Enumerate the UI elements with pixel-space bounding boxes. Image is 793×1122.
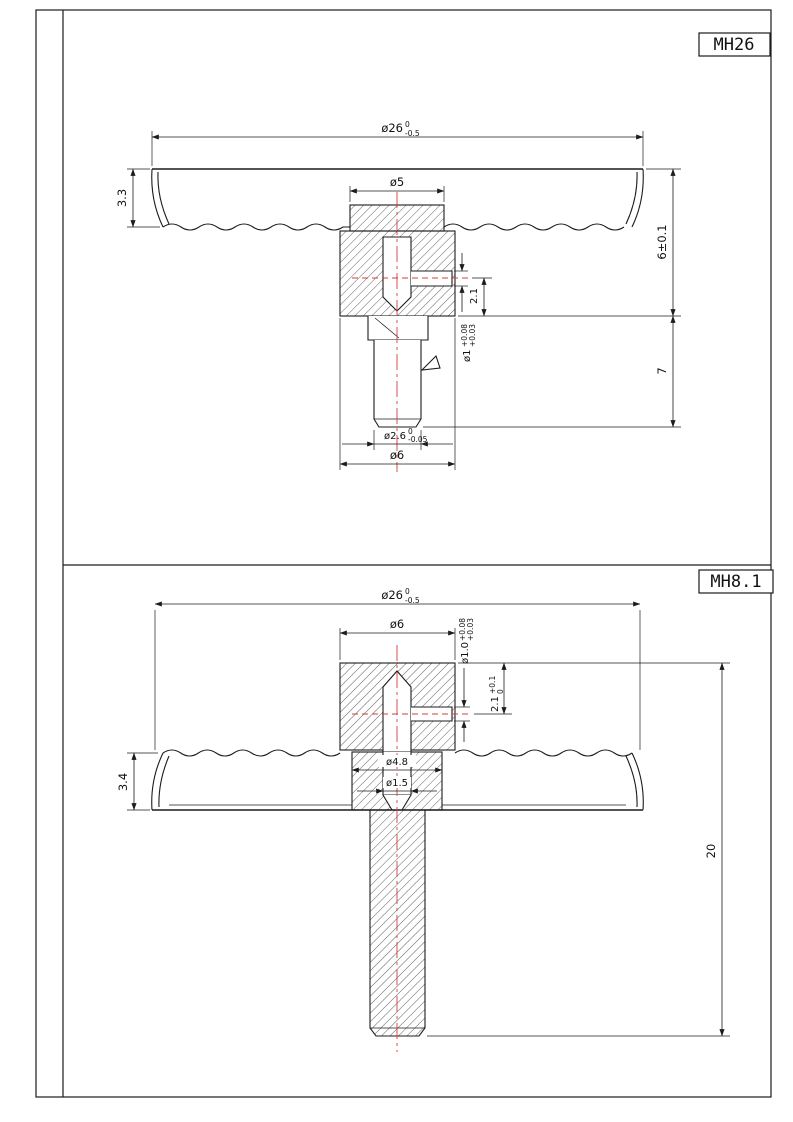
mh26-dia5-text: ø5 xyxy=(390,175,404,189)
mh26-dia6-text: ø6 xyxy=(390,448,404,462)
mh26-dim-hub-height: 6±0.1 xyxy=(458,168,681,317)
mh81-dia10-tol-lower: +0.03 xyxy=(466,618,475,641)
mh26-dia1-tol-lower: +0.03 xyxy=(468,324,477,347)
mh26-dia26stem-text: ø2.6 xyxy=(384,431,406,442)
mh81-20-text: 20 xyxy=(704,844,718,859)
mh26-centerlines xyxy=(352,192,472,472)
mh26-surface-finish-mark xyxy=(420,354,441,371)
mh26-dia26stem-tol-upper: 0 xyxy=(408,427,413,436)
mh26-dia26-tol-lower: -0.5 xyxy=(405,129,420,138)
mh81-21-text: 2.1 xyxy=(490,696,501,712)
mh26-cross-hole xyxy=(411,270,453,287)
mh81-dia48-text: ø4.8 xyxy=(386,757,408,768)
mh81-dim-crosshole-diameter: ø1.0 +0.08 +0.03 xyxy=(454,618,475,742)
mh81-dia15-text: ø1.5 xyxy=(386,778,408,789)
mh26-section-view: ø26 0 -0.5 ø5 3.3 xyxy=(115,120,681,472)
mh26-dim-stem-diameter: ø2.6 0 -0.05 xyxy=(342,427,453,450)
part-number-mh26: MH26 xyxy=(714,35,755,55)
mh26-dia26stem-tol-lower: -0.05 xyxy=(408,435,428,444)
mh26-dia26-text: ø26 xyxy=(381,121,403,135)
mh26-dim-crosshole-diameter: ø1 +0.08 +0.03 xyxy=(454,253,477,362)
title-block-mh81: MH8.1 xyxy=(698,569,774,594)
mh81-dim-outer-diameter: ø26 0 -0.5 xyxy=(154,587,641,750)
mh26-cap xyxy=(151,168,644,231)
mh81-dia10-tol-upper: +0.08 xyxy=(458,618,467,641)
mh26-dim-cap-thickness: 3.3 xyxy=(115,168,160,228)
mh81-centerlines xyxy=(352,645,472,1052)
mh26-dim-outer-diameter: ø26 0 -0.5 xyxy=(151,120,644,166)
mh26-dia26-tol-upper: 0 xyxy=(405,120,410,129)
mh81-dim-cap-thickness: 3.4 xyxy=(116,752,158,811)
mh81-dia26-tol-lower: -0.5 xyxy=(405,596,420,605)
mh26-stem xyxy=(373,340,422,428)
sheet-frame xyxy=(35,9,772,1098)
mh81-21-tol-lower: 0 xyxy=(496,689,505,694)
mh81-dia26-tol-upper: 0 xyxy=(405,587,410,596)
mh81-34-text: 3.4 xyxy=(116,773,130,791)
mh26-dia1-text: ø1 xyxy=(462,350,473,362)
mh81-dim-hub-diameter: ø6 xyxy=(339,617,456,660)
mh81-dim-bore-diameter: ø1.5 xyxy=(357,777,437,794)
mh81-stem xyxy=(369,809,426,1037)
mh26-hub xyxy=(339,204,456,428)
title-block-mh26: MH26 xyxy=(698,32,771,57)
mh81-section-view: ø26 0 -0.5 ø6 ø1.0 +0.08 +0.03 xyxy=(116,587,730,1052)
mh26-7-text: 7 xyxy=(655,367,669,374)
mh81-dia26-text: ø26 xyxy=(381,588,403,602)
mh81-21-tol-upper: +0.1 xyxy=(488,676,497,694)
part-number-mh81: MH8.1 xyxy=(710,572,761,592)
mh26-33-text: 3.3 xyxy=(115,189,129,207)
mh81-dim-boss-diameter: ø4.8 xyxy=(351,755,443,773)
mh81-dimensions: ø26 0 -0.5 ø6 ø1.0 +0.08 +0.03 xyxy=(116,587,730,1037)
mh26-dim-boss-diameter: ø5 xyxy=(349,175,445,202)
mh26-dim-crosshole-offset: 2.1 xyxy=(469,277,492,317)
mh81-dia10-text: ø1.0 xyxy=(460,642,471,664)
mh81-dim-overall-length: 20 xyxy=(427,662,730,1037)
mh26-6-text: 6±0.1 xyxy=(655,224,669,259)
mh81-dim-crosshole-offset: 2.1 +0.1 0 xyxy=(458,662,730,715)
mh26-dia1-tol-upper: +0.08 xyxy=(460,324,469,347)
mh26-dimensions: ø26 0 -0.5 ø5 3.3 xyxy=(115,120,681,470)
mh26-21-text: 2.1 xyxy=(469,288,480,304)
mh26-dim-hub-diameter: ø6 xyxy=(339,318,456,470)
mh26-dim-stem-length: 7 xyxy=(423,315,681,428)
mh81-dia6-text: ø6 xyxy=(390,617,404,631)
